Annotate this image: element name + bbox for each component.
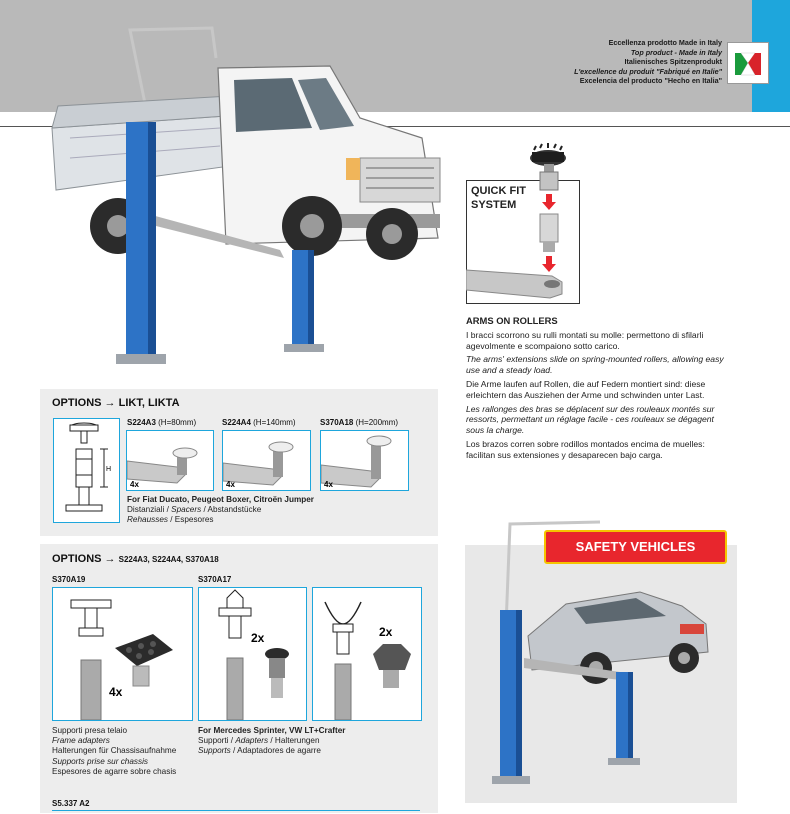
option-s224a3-size: (H=80mm) — [155, 418, 197, 427]
excellence-line-en: Top product - Made in Italy — [630, 47, 722, 57]
qty-s224a3: 4x — [130, 480, 139, 489]
option-s370a17-code: S370A17 — [198, 575, 232, 584]
made-in-italy-text: Eccellenza prodotto Made in Italy Top pr… — [560, 38, 722, 86]
adapter-photo-1: 2x — [198, 587, 307, 721]
option-s370a19-code: S370A19 — [52, 575, 86, 584]
cap1-de: Halterungen für Chassisaufnahme — [52, 746, 177, 756]
cap1-fr: Supports prise sur chassis — [52, 756, 149, 766]
quick-fit-title-line1: QUICK FIT — [471, 185, 526, 197]
cap1-it: Supporti presa telaio — [52, 726, 128, 735]
cap2-vehicles: For Mercedes Sprinter, VW LT+Crafter — [198, 726, 346, 735]
option-s224a3-label: S224A3 (H=80mm) — [127, 418, 196, 427]
qty-s370a17-a: 2x — [251, 631, 265, 645]
frame-adapter-photo: 4x — [52, 587, 193, 721]
excellence-line-fr: L'excellence du produit "Fabriqué en Ita… — [574, 66, 722, 76]
caption-line3: Rehausses / Espesores — [127, 515, 214, 525]
frame-adapter-caption: Supporti presa telaio Frame adapters Hal… — [52, 726, 197, 777]
top-banner — [0, 0, 752, 112]
arms-text-es: Los brazos corren sobre rodillos montado… — [466, 438, 705, 460]
arms-text-it: I bracci scorrono su rulli montati su mo… — [466, 329, 704, 351]
option-s370a18-code: S370A18 — [320, 418, 354, 427]
cap1-es: Espesores de agarre sobre chasis — [52, 766, 177, 776]
qty-s370a18: 4x — [324, 480, 333, 489]
header-divider — [0, 126, 790, 127]
option-s224a4-size: (H=140mm) — [250, 418, 296, 427]
arms-title: ARMS ON ROLLERS — [466, 315, 558, 326]
quick-fit-diagram — [466, 143, 566, 299]
caption-vehicles: For Fiat Ducato, Peugeot Boxer, Citroën … — [127, 495, 314, 504]
excellence-line-es: Excelencia del producto "Hecho en Italia… — [579, 76, 722, 86]
cap2-line3: Supports / Adaptadores de agarre — [198, 746, 321, 756]
quick-fit-title-line2: SYSTEM — [471, 199, 517, 211]
option-s224a4-label: S224A4 (H=140mm) — [222, 418, 296, 427]
next-photo-frame — [52, 810, 420, 814]
arms-on-rollers-section: ARMS ON ROLLERS I bracci scorrono su rul… — [466, 315, 726, 464]
cap1-en: Frame adapters — [52, 736, 110, 746]
cap2-line2: Supporti / Adapters / Halterungen — [198, 736, 320, 746]
option-s370a18-label: S370A18 (H=200mm) — [320, 418, 398, 427]
spacer-photo-80mm: 4x — [126, 430, 214, 491]
spacer-photo-200mm: 4x — [320, 430, 409, 491]
arms-text-en: The arms' extensions slide on spring-mou… — [466, 354, 724, 376]
options-adapters-title: OPTIONS → S224A3, S224A4, S370A18 — [52, 553, 219, 565]
dimension-label: H — [106, 466, 111, 473]
excellence-line-it: Eccellenza prodotto Made in Italy — [608, 38, 722, 47]
excellence-line-de: Italienisches Spitzenprodukt — [624, 57, 722, 67]
car-lift-illustration — [492, 520, 709, 784]
arms-text-de: Die Arme laufen auf Rollen, die auf Fede… — [466, 378, 706, 400]
arms-text-fr: Les rallonges des bras se déplacent sur … — [466, 403, 715, 436]
options-likt-caption: For Fiat Ducato, Peugeot Boxer, Citroën … — [127, 495, 427, 526]
adapters-caption: For Mercedes Sprinter, VW LT+Crafter Sup… — [198, 726, 428, 757]
qty-s370a17-b: 2x — [379, 625, 393, 639]
option-s224a4-code: S224A4 — [222, 418, 251, 427]
spacer-dimension-drawing: H — [53, 418, 120, 523]
adapter-photo-2: 2x — [312, 587, 422, 721]
safety-vehicles-badge: SAFETY VEHICLES — [544, 530, 727, 564]
caption-line2: Distanziali / Spacers / Abstandstücke — [127, 505, 262, 515]
qty-s370a19: 4x — [109, 685, 123, 699]
spacer-photo-140mm: 4x — [222, 430, 311, 491]
options-likt-title: OPTIONS → LIKT, LIKTA — [52, 397, 180, 409]
made-in-italy-logo — [727, 42, 769, 84]
truck-lift-illustration — [51, 26, 441, 364]
option-s5337a2-code: S5.337 A2 — [52, 799, 90, 808]
qty-s224a4: 4x — [226, 480, 235, 489]
option-s370a18-size: (H=200mm) — [353, 418, 399, 427]
option-s224a3-code: S224A3 — [127, 418, 156, 427]
quick-fit-title: QUICK FIT SYSTEM — [471, 184, 541, 212]
